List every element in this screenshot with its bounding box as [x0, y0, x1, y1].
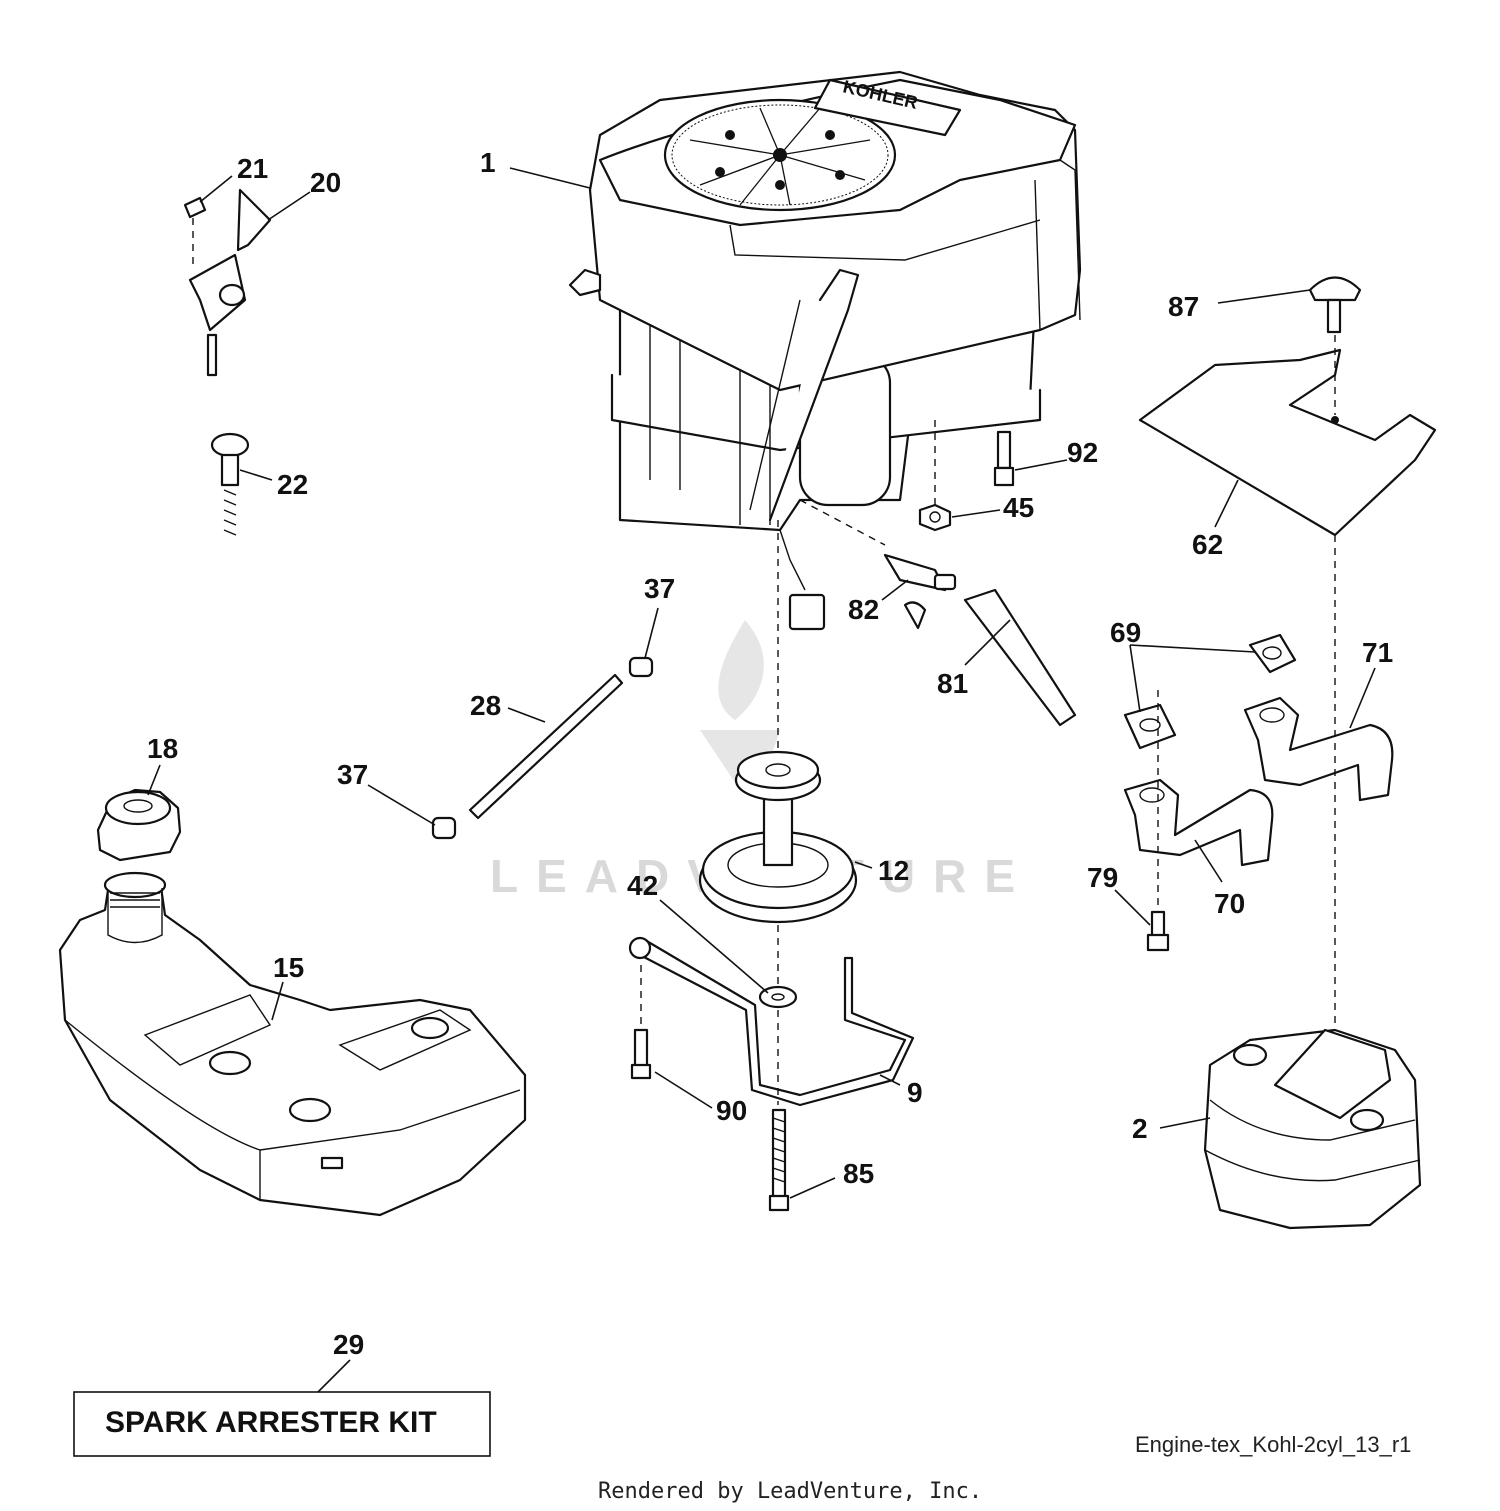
callout-45[interactable]: 45 [1003, 492, 1034, 523]
callout-79[interactable]: 79 [1087, 862, 1118, 893]
callout-9[interactable]: 9 [907, 1077, 923, 1108]
callout-12[interactable]: 12 [878, 855, 909, 886]
spark-arrester-kit[interactable]: 29 SPARK ARRESTER KIT [73, 1329, 491, 1457]
diagram-reference-code: Engine-tex_Kohl-2cyl_13_r1 [1135, 1432, 1411, 1457]
assembly-lines [192, 218, 1336, 1105]
fuel-hose-upper[interactable] [963, 588, 1077, 727]
callout-21[interactable]: 21 [237, 153, 268, 184]
callout-42[interactable]: 42 [627, 870, 658, 901]
choke-knob[interactable] [210, 432, 250, 536]
muffler[interactable] [1203, 1028, 1422, 1230]
callout-90[interactable]: 90 [716, 1095, 747, 1126]
callout-87[interactable]: 87 [1168, 291, 1199, 322]
kit-box-label: SPARK ARRESTER KIT [105, 1406, 437, 1439]
callout-37-upper[interactable]: 37 [644, 573, 675, 604]
fuel-cap[interactable] [96, 788, 182, 862]
exhaust-pipe-left[interactable] [1123, 778, 1274, 867]
callouts: 1 2 9 12 15 18 20 21 22 28 37 37 42 45 6… [147, 147, 1393, 1189]
callout-85[interactable]: 85 [843, 1158, 874, 1189]
belt-guide[interactable] [628, 936, 915, 1107]
callout-18[interactable]: 18 [147, 733, 178, 764]
heat-shield[interactable] [1138, 348, 1437, 537]
fuel-tank[interactable] [58, 871, 527, 1217]
callout-1[interactable]: 1 [480, 147, 496, 178]
callout-81[interactable]: 81 [937, 668, 968, 699]
leader-lines [147, 167, 1376, 1393]
fuel-line[interactable] [468, 673, 624, 820]
exhaust-bolt[interactable] [1146, 910, 1170, 952]
callout-69[interactable]: 69 [1110, 617, 1141, 648]
callout-92[interactable]: 92 [1067, 437, 1098, 468]
belt-guide-bolt[interactable] [630, 1028, 652, 1080]
callout-29[interactable]: 29 [333, 1329, 364, 1360]
callout-20[interactable]: 20 [310, 167, 341, 198]
callout-37-lower[interactable]: 37 [337, 759, 368, 790]
callout-28[interactable]: 28 [470, 690, 501, 721]
callout-62[interactable]: 62 [1192, 529, 1223, 560]
fuel-shutoff-valve[interactable] [883, 553, 957, 630]
engine-nut[interactable] [918, 503, 952, 532]
hose-clamp-lower[interactable] [431, 816, 457, 840]
callout-15[interactable]: 15 [273, 952, 304, 983]
shield-bolt[interactable] [1308, 276, 1362, 334]
throttle-control-bracket[interactable] [183, 188, 272, 377]
exhaust-gasket-upper[interactable] [1248, 633, 1297, 674]
exhaust-gasket-lower[interactable] [1123, 703, 1177, 750]
rendered-by-credit: Rendered by LeadVenture, Inc. [598, 1479, 982, 1504]
callout-70[interactable]: 70 [1214, 888, 1245, 919]
engine-pulley[interactable] [698, 750, 858, 924]
callout-71[interactable]: 71 [1362, 637, 1393, 668]
engine-bolt[interactable] [993, 430, 1015, 487]
engine-assembly[interactable]: KOHLER [568, 70, 1082, 631]
callout-82[interactable]: 82 [848, 594, 879, 625]
exhaust-pipe-right[interactable] [1243, 696, 1394, 802]
callout-22[interactable]: 22 [277, 469, 308, 500]
callout-2[interactable]: 2 [1132, 1113, 1148, 1144]
pulley-bolt[interactable] [768, 1108, 790, 1212]
hose-clamp-upper[interactable] [628, 656, 654, 678]
pulley-washer[interactable] [758, 985, 798, 1009]
kit-box-frame [73, 1391, 491, 1457]
